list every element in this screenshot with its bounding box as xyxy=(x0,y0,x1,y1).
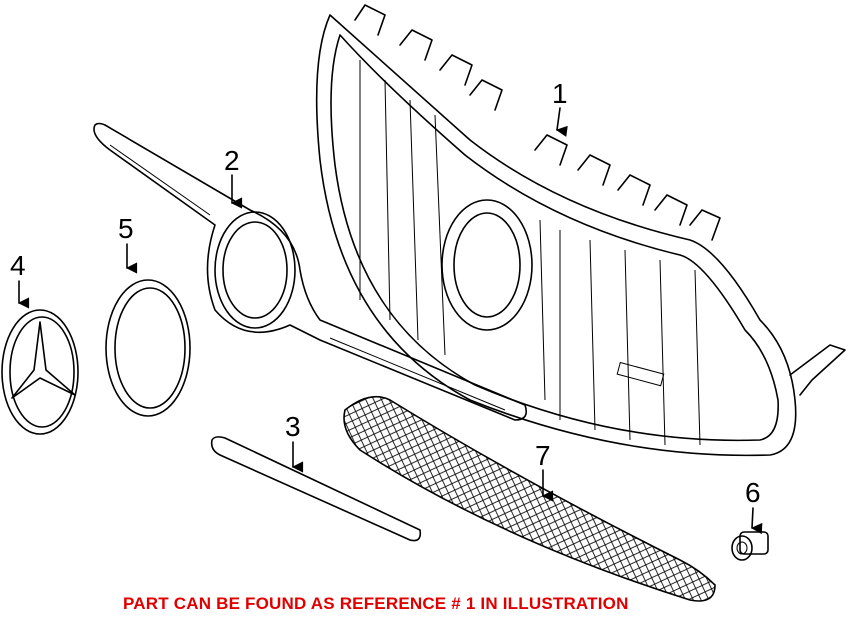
svg-text:7: 7 xyxy=(535,440,551,471)
grille-part-1 xyxy=(315,4,846,457)
svg-text:2: 2 xyxy=(224,145,240,176)
callout-5: 5 xyxy=(118,213,138,274)
svg-text:1: 1 xyxy=(552,78,568,109)
trim-strip-part-3 xyxy=(210,436,422,542)
callout-4: 4 xyxy=(10,250,30,309)
mesh-grille-part-7 xyxy=(343,395,716,602)
svg-text:3: 3 xyxy=(285,411,301,442)
sensor-part-6 xyxy=(731,531,769,561)
emblem-ring-part-5 xyxy=(105,279,191,417)
star-emblem-part-4 xyxy=(1,309,79,435)
reference-notice: PART CAN BE FOUND AS REFERENCE # 1 IN IL… xyxy=(123,594,629,613)
svg-text:6: 6 xyxy=(745,477,761,508)
svg-text:4: 4 xyxy=(10,250,26,281)
emblem-bracket-part-2 xyxy=(93,122,528,421)
callout-6: 6 xyxy=(745,477,763,535)
callout-7: 7 xyxy=(535,440,554,502)
callout-2: 2 xyxy=(224,145,243,209)
callout-1: 1 xyxy=(552,78,568,137)
callout-3: 3 xyxy=(285,411,304,473)
svg-text:5: 5 xyxy=(118,213,134,244)
